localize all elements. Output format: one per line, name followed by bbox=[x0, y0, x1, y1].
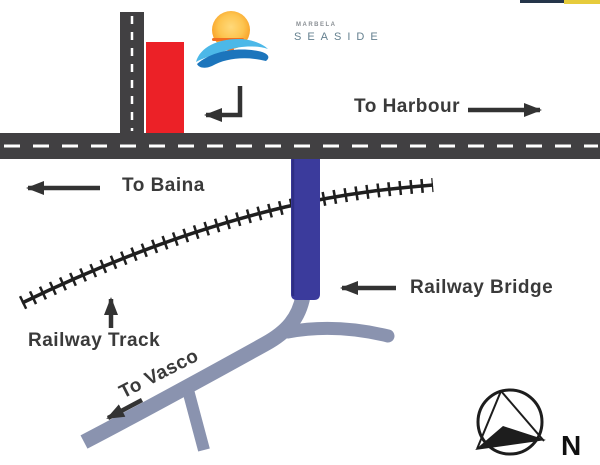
side-road bbox=[120, 12, 144, 133]
label-railway-bridge: Railway Bridge bbox=[410, 277, 554, 298]
arrows bbox=[26, 86, 542, 420]
label-to-harbour: To Harbour bbox=[354, 96, 460, 117]
to-vasco-arrow-icon bbox=[106, 398, 144, 420]
compass-rose-icon bbox=[475, 388, 546, 456]
compass-north-label: N bbox=[561, 430, 582, 461]
label-railway-track: Railway Track bbox=[28, 330, 161, 351]
railway-bridge-shape bbox=[291, 159, 320, 300]
top-edge-artifact bbox=[520, 0, 567, 3]
vasco-road bbox=[80, 294, 395, 452]
building-pointer-arrow-icon bbox=[204, 86, 243, 122]
railway-track-line bbox=[18, 178, 434, 310]
logo-brand-main: SEASIDE bbox=[294, 31, 384, 43]
top-corner-artifact bbox=[564, 0, 600, 4]
label-to-baina: To Baina bbox=[122, 175, 205, 196]
building-marker bbox=[146, 42, 184, 133]
logo-brand-small: MARBELA bbox=[296, 22, 337, 28]
sun-waves-logo-icon bbox=[196, 11, 269, 68]
main-road bbox=[0, 133, 600, 159]
